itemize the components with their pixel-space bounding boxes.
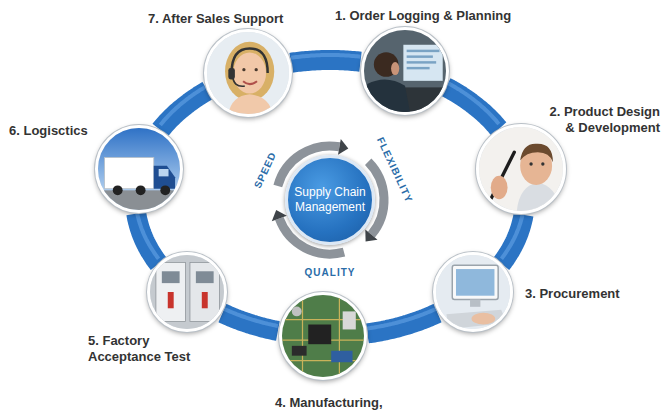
photo-frame xyxy=(207,32,289,114)
photo-art xyxy=(520,144,553,163)
photo-art xyxy=(207,32,289,114)
photo-art xyxy=(242,68,245,71)
photo-illustration xyxy=(364,30,446,112)
photo-art xyxy=(471,313,495,325)
ring-segment xyxy=(446,87,499,129)
photo-circle: 4. Manufacturing, xyxy=(279,292,367,380)
center-title: Supply Chain Management xyxy=(292,185,368,215)
photo-art xyxy=(159,169,169,176)
photo-art xyxy=(517,183,562,212)
photo-art xyxy=(282,295,364,377)
photo-circle: 6. Logisctics xyxy=(95,125,183,213)
photo-art xyxy=(254,68,257,71)
photo-art xyxy=(436,255,510,329)
step-label: 5. Factory Acceptance Test xyxy=(88,333,200,365)
photo-art xyxy=(231,48,267,73)
photo-art xyxy=(331,351,352,362)
photo-illustration xyxy=(282,295,364,377)
step-label: 1. Order Logging & Planning xyxy=(335,8,511,24)
photo-art xyxy=(446,310,507,329)
photo-circle: 2. Product Design & Development xyxy=(476,124,566,214)
photo-art xyxy=(406,66,429,68)
photo-art xyxy=(373,52,398,77)
step-label: 3. Procurement xyxy=(525,286,620,302)
photo-art xyxy=(243,81,257,84)
photo-illustration xyxy=(98,128,180,210)
photo-art xyxy=(292,346,307,356)
photo-art xyxy=(168,292,174,308)
ring-highlight xyxy=(501,210,523,259)
photo-art xyxy=(391,61,399,74)
photo-art xyxy=(154,166,175,189)
photo-art xyxy=(292,306,302,316)
photo-art xyxy=(479,127,563,211)
photo-art xyxy=(406,49,439,51)
photo-art xyxy=(228,94,272,114)
ring-highlight xyxy=(222,308,278,326)
photo-art xyxy=(282,295,364,377)
ring-highlight xyxy=(367,308,437,328)
photo-art xyxy=(470,300,480,307)
photo-art xyxy=(406,55,432,57)
photo-frame xyxy=(436,255,510,329)
photo-art xyxy=(541,163,544,166)
photo-art xyxy=(105,158,154,189)
photo-art xyxy=(162,271,180,283)
photo-illustration xyxy=(150,255,224,329)
ring-segment xyxy=(291,60,360,63)
step-label: 2. Product Design & Development xyxy=(542,104,660,136)
ring-highlight xyxy=(136,209,158,259)
photo-art xyxy=(150,255,224,329)
ring-highlight xyxy=(291,55,360,58)
photo-art xyxy=(196,271,214,283)
photo-art xyxy=(225,42,274,101)
photo-frame xyxy=(150,255,224,329)
photo-art xyxy=(403,44,442,80)
photo-frame xyxy=(479,127,563,211)
photo-illustration xyxy=(436,255,510,329)
photo-art xyxy=(456,269,494,296)
photo-art xyxy=(156,263,186,322)
ring-segment xyxy=(160,91,207,130)
photo-frame xyxy=(98,128,180,210)
center-circle: Supply Chain Management xyxy=(285,155,375,245)
photo-art xyxy=(98,128,180,210)
photo-art xyxy=(490,152,514,199)
photo-art xyxy=(364,30,446,112)
ring-word: QUALITY xyxy=(305,267,356,278)
photo-art xyxy=(343,311,356,329)
step-label: 6. Logisctics xyxy=(9,123,88,139)
photo-art xyxy=(308,324,331,344)
photo-illustration xyxy=(479,127,563,211)
step-label: 7. After Sales Support xyxy=(148,11,283,27)
photo-art xyxy=(136,186,146,196)
ring-highlight xyxy=(446,82,499,124)
cycle-arrowhead xyxy=(338,139,348,155)
photo-art xyxy=(161,186,171,196)
photo-art xyxy=(452,265,498,299)
photo-art xyxy=(364,79,410,111)
photo-art xyxy=(529,163,532,166)
photo-circle: 3. Procurement xyxy=(433,252,513,332)
photo-circle: 7. After Sales Support xyxy=(204,29,292,117)
photo-frame xyxy=(282,295,364,377)
photo-art xyxy=(202,292,208,308)
photo-circle: 5. Factory Acceptance Test xyxy=(147,252,227,332)
cycle-arrowhead xyxy=(272,210,287,221)
photo-illustration xyxy=(207,32,289,114)
photo-frame xyxy=(364,30,446,112)
photo-art xyxy=(228,68,235,79)
photo-art xyxy=(190,263,220,322)
ring-highlight xyxy=(160,86,207,125)
photo-art xyxy=(113,186,123,196)
ring-segment xyxy=(367,313,437,333)
photo-art xyxy=(490,176,507,200)
photo-circle: 1. Order Logging & Planning xyxy=(361,27,449,115)
cycle-arrowhead xyxy=(365,230,377,242)
step-label: 4. Manufacturing, xyxy=(275,395,383,411)
photo-art xyxy=(406,61,436,63)
ring-segment xyxy=(222,313,278,331)
photo-art xyxy=(233,52,266,93)
